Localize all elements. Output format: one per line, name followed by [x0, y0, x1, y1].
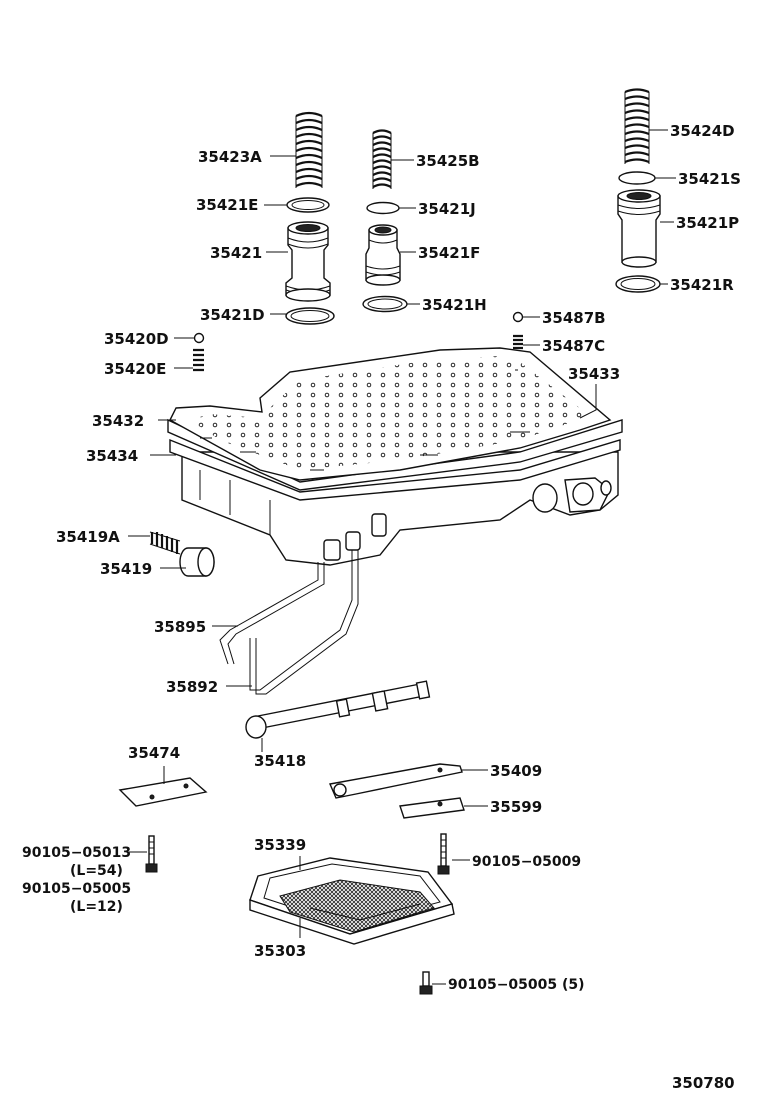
- label-35421: 35421: [210, 244, 262, 262]
- ball-35487b: [512, 311, 524, 323]
- bolt-90105-05009: [437, 833, 450, 875]
- label-35599: 35599: [490, 798, 542, 816]
- gasket-35434: [169, 438, 621, 501]
- spring-35425b: [372, 129, 392, 189]
- oil-strainer-35303: [249, 879, 455, 945]
- label-35421s: 35421S: [678, 170, 741, 188]
- label-35423a: 35423A: [198, 148, 262, 166]
- bolt-90105-05005: [419, 971, 433, 995]
- spring-35487c: [513, 334, 523, 350]
- sleeve-35421f: [365, 224, 401, 286]
- tube-35892: [249, 550, 359, 695]
- tube-35895: [219, 562, 325, 665]
- bolt-90105-05013: [145, 835, 158, 873]
- detent-spring-35409: [329, 763, 463, 799]
- label-35339: 35339: [254, 836, 306, 854]
- spring-35419a: [149, 531, 181, 555]
- label-35425b: 35425B: [416, 152, 480, 170]
- label-35420d: 35420D: [104, 330, 169, 348]
- label-35421e: 35421E: [196, 196, 258, 214]
- label-35409: 35409: [490, 762, 542, 780]
- label-35421r: 35421R: [670, 276, 734, 294]
- label-90105-05005-a: 90105−05005: [22, 881, 131, 897]
- label-90105-05005-b: 90105−05005 (5): [448, 977, 585, 993]
- label-35487b: 35487B: [542, 309, 606, 327]
- o-ring-35421j: [366, 201, 400, 215]
- cover-35474: [118, 777, 208, 807]
- label-35895: 35895: [154, 618, 206, 636]
- spring-35423a: [294, 111, 324, 194]
- label-90105-05013: 90105−05013: [22, 845, 131, 861]
- label-35419a: 35419A: [56, 528, 120, 546]
- label-35433: 35433: [568, 365, 620, 383]
- label-90105-05009: 90105−05009: [472, 854, 581, 870]
- spring-35424d: [624, 88, 650, 164]
- plug-35419: [179, 547, 215, 577]
- label-35892: 35892: [166, 678, 218, 696]
- label-35474: 35474: [128, 744, 180, 762]
- label-l12: (L=12): [70, 899, 123, 915]
- label-35424d: 35424D: [670, 122, 735, 140]
- ball-35420d: [193, 332, 205, 344]
- diagram-id: 350780: [672, 1074, 735, 1092]
- label-35487c: 35487C: [542, 337, 605, 355]
- label-35420e: 35420E: [104, 360, 166, 378]
- leader-lines: [128, 129, 676, 985]
- label-35432: 35432: [92, 412, 144, 430]
- label-35421p: 35421P: [676, 214, 739, 232]
- plate-35599: [399, 797, 465, 819]
- upper-plate-35433: [169, 347, 612, 481]
- manual-valve-35418: [245, 680, 431, 739]
- label-35421j: 35421J: [418, 200, 476, 218]
- label-35421f: 35421F: [418, 244, 480, 262]
- o-ring-35421s: [618, 171, 656, 185]
- label-35421h: 35421H: [422, 296, 487, 314]
- label-35434: 35434: [86, 447, 138, 465]
- sleeve-35421p: [617, 189, 661, 268]
- label-35419: 35419: [100, 560, 152, 578]
- sleeve-35421: [285, 221, 331, 302]
- label-35421d: 35421D: [200, 306, 265, 324]
- label-35418: 35418: [254, 752, 306, 770]
- label-l54: (L=54): [70, 863, 123, 879]
- spring-35420e: [193, 348, 204, 372]
- label-35303: 35303: [254, 942, 306, 960]
